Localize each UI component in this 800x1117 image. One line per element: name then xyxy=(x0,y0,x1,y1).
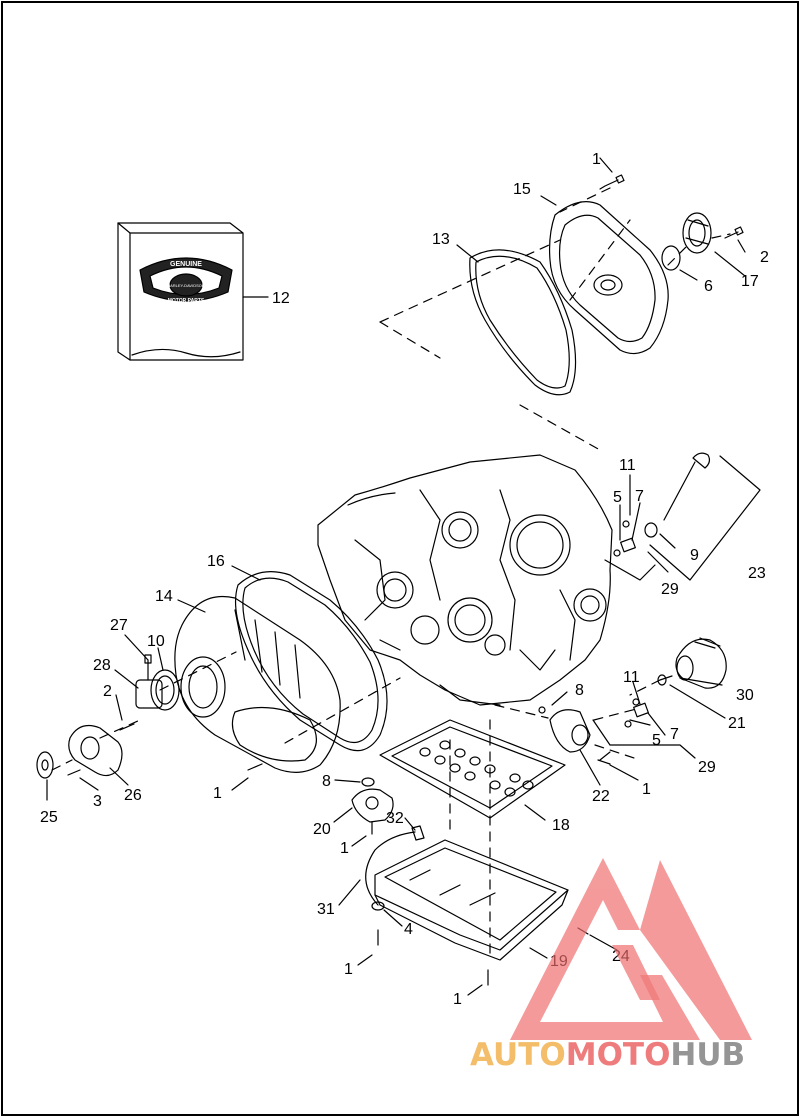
seal-17 xyxy=(682,212,712,254)
callout-32: 32 xyxy=(386,810,404,827)
callout-1c: 1 xyxy=(642,781,651,798)
watermark-logo xyxy=(510,858,752,1040)
callout-7: 7 xyxy=(635,488,644,505)
callout-10: 10 xyxy=(147,633,165,650)
callout-1f: 1 xyxy=(453,991,462,1008)
callout-13: 13 xyxy=(432,231,450,248)
watermark-text: AUTOMOTOHUB xyxy=(470,1037,745,1073)
leader-lines xyxy=(46,157,761,996)
crankcase xyxy=(317,454,613,706)
sensor-assembly xyxy=(135,654,180,711)
callout-26: 26 xyxy=(124,787,142,804)
callout-1b: 1 xyxy=(213,785,222,802)
callout-29b: 29 xyxy=(698,759,716,776)
watermark: AUTOMOTOHUB xyxy=(470,858,752,1073)
callout-1e: 1 xyxy=(344,961,353,978)
callout-29: 29 xyxy=(661,581,679,598)
bolt-top xyxy=(599,179,619,190)
primary-gasket-16 xyxy=(234,571,388,752)
callout-4: 4 xyxy=(404,921,413,938)
callout-27: 27 xyxy=(110,617,128,634)
badge-top-text: GENUINE xyxy=(170,261,202,268)
callout-2: 2 xyxy=(760,249,769,266)
cam-cover-15 xyxy=(548,201,669,355)
callout-11b: 11 xyxy=(623,669,640,686)
callout-3: 3 xyxy=(93,793,102,810)
callout-1: 1 xyxy=(592,151,601,168)
dipstick xyxy=(644,452,711,538)
oil-pan-gasket-18 xyxy=(379,719,566,819)
genuine-parts-box: GENUINE HARLEY-DAVIDSON MOTOR PARTS xyxy=(117,222,269,361)
callout-14: 14 xyxy=(155,588,173,605)
callout-18: 18 xyxy=(552,817,570,834)
callout-5: 5 xyxy=(613,489,622,506)
callout-31: 31 xyxy=(317,901,335,918)
badge-mid-text: HARLEY-DAVIDSON xyxy=(167,283,205,288)
callout-15: 15 xyxy=(513,181,531,198)
callout-20: 20 xyxy=(313,821,331,838)
callout-7b: 7 xyxy=(670,726,679,743)
callout-23: 23 xyxy=(748,565,766,582)
fitting-5-7-top xyxy=(620,537,636,553)
callout-17: 17 xyxy=(741,273,759,290)
callout-22: 22 xyxy=(592,788,610,805)
callout-1d: 1 xyxy=(340,840,349,857)
callout-12: 12 xyxy=(272,290,290,307)
o-ring-6 xyxy=(661,245,681,271)
callout-6: 6 xyxy=(704,278,713,295)
callout-labels: 1 15 13 2 6 17 12 11 5 7 9 23 29 16 14 2… xyxy=(40,151,769,1008)
assembly-lines xyxy=(51,187,731,961)
cover-26 xyxy=(68,725,123,777)
hose-31 xyxy=(365,831,416,906)
callout-21: 21 xyxy=(728,715,746,732)
callout-28: 28 xyxy=(93,657,111,674)
callout-11: 11 xyxy=(619,457,636,474)
primary-cover-14 xyxy=(174,595,341,773)
oil-filter-30 xyxy=(675,637,727,689)
housing-22 xyxy=(549,709,591,753)
washer-25 xyxy=(36,751,54,779)
oil-pan-19 xyxy=(374,839,569,961)
cover-gasket-13 xyxy=(469,249,577,396)
sensor-20 xyxy=(351,788,394,823)
callout-8: 8 xyxy=(575,682,584,699)
badge-bottom-text: MOTOR PARTS xyxy=(168,298,205,304)
callout-9: 9 xyxy=(690,547,699,564)
callout-25: 25 xyxy=(40,809,58,826)
callout-8b: 8 xyxy=(322,773,331,790)
callout-30: 30 xyxy=(736,687,754,704)
callout-16: 16 xyxy=(207,553,225,570)
callout-2b: 2 xyxy=(103,683,112,700)
callout-5b: 5 xyxy=(652,732,661,749)
